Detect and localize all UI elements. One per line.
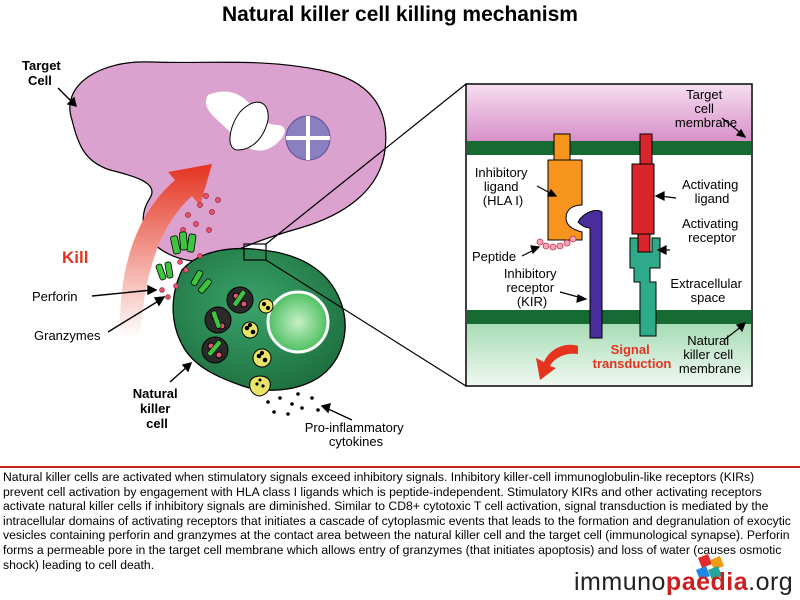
nk-membrane-label: Natural killer cell membrane: [679, 333, 741, 376]
nk-killing-diagram: Target Cell Kill Perforin Granzymes Natu…: [22, 58, 753, 449]
activating-receptor-label: Activating receptor: [682, 216, 742, 245]
activating-ligand-label: Activating ligand: [682, 177, 742, 206]
target-nucleus: [285, 115, 331, 161]
caption-divider: [0, 466, 800, 600]
target-cell-label: Target Cell: [22, 58, 64, 88]
target-cell: [69, 61, 387, 262]
kill-arrow: [119, 164, 212, 338]
signal-arrow: [536, 344, 578, 380]
cytokine-vesicle: [249, 375, 271, 397]
activating-receptor: [629, 237, 661, 337]
nk-nucleus: [266, 290, 330, 354]
activating-ligand: [631, 133, 655, 255]
inset-pointers: [521, 117, 747, 341]
released-granzymes: [180, 193, 221, 233]
caption-text: Natural killer cells are activated when …: [3, 470, 791, 572]
immunopaedia-logo-icon: [696, 554, 724, 580]
cytotoxic-granules: [201, 286, 274, 368]
inhibitory-ligand: [547, 133, 583, 241]
perforin-label: Perforin: [32, 289, 78, 304]
page-title: Natural killer cell killing mechanism: [222, 3, 578, 26]
peptide-label: Peptide: [472, 249, 516, 264]
target-membrane-label: Target cell membrane: [675, 87, 737, 130]
label-pointers: [57, 87, 353, 421]
nk-cell-label: Natural killer cell: [133, 386, 181, 431]
brand-pre: immuno: [574, 568, 666, 596]
peptide: [536, 235, 577, 251]
cytokines-label: Pro-inflammatory cytokines: [305, 420, 408, 449]
inhibitory-receptor: [577, 209, 603, 339]
brand-wordmark[interactable]: immunopaedia.org: [574, 568, 793, 597]
perforin-dots: [159, 253, 203, 300]
granzymes-label: Granzymes: [34, 328, 101, 343]
inhibitory-ligand-label: Inhibitory ligand (HLA I): [475, 165, 531, 208]
cytokine-dots: [266, 392, 320, 416]
extracellular-space-label: Extracellular space: [670, 276, 745, 305]
brand-post: .org: [748, 568, 794, 596]
perforin-pores: [155, 231, 213, 294]
signal-transduction-label: Signal transduction: [593, 342, 672, 371]
brand-mid: paedia: [665, 568, 749, 596]
inhibitory-receptor-label: Inhibitory receptor (KIR): [504, 266, 560, 309]
synapse-inset: [465, 83, 753, 387]
zoom-box: [243, 243, 267, 261]
kill-label: Kill: [62, 248, 88, 267]
